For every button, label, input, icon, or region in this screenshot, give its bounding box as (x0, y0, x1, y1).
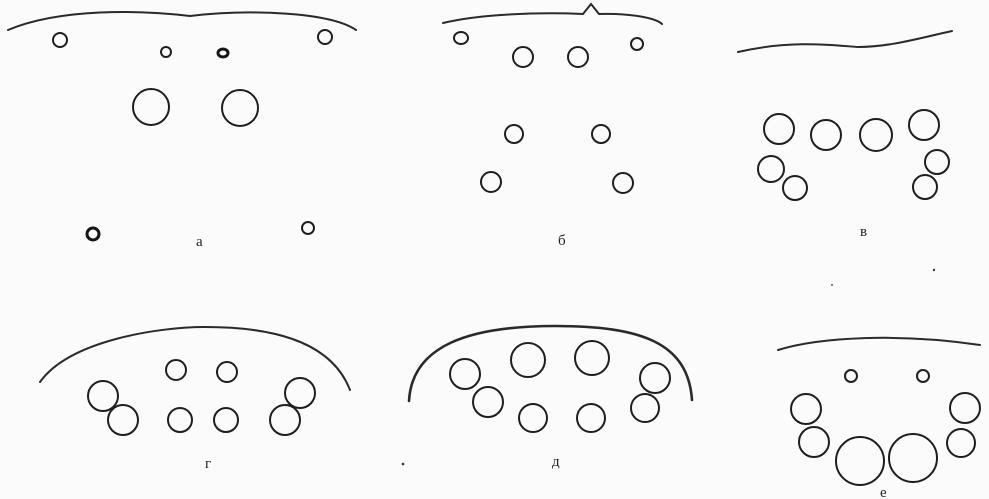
panel-b-pit (505, 125, 523, 143)
panel-g-pit (168, 408, 192, 432)
panel-v: в (738, 31, 952, 286)
panel-b-pit (592, 125, 610, 143)
panel-d-pit (473, 387, 503, 417)
panel-d-pit (575, 341, 609, 375)
speck (402, 463, 405, 466)
panel-a-pit (302, 222, 314, 234)
panel-b-pit (481, 172, 501, 192)
panel-v-pit (783, 176, 807, 200)
panel-d-pit (631, 394, 659, 422)
panel-v-pit (860, 119, 892, 151)
panel-v-pit (764, 114, 794, 144)
panel-d-pit (519, 404, 547, 432)
panel-b-pit (568, 47, 588, 67)
panel-d: д (402, 326, 692, 470)
panel-e: е (778, 338, 980, 499)
panel-e-pit (791, 394, 821, 424)
panel-d-pit (640, 363, 670, 393)
panel-e-label: е (880, 485, 887, 499)
panel-v-pit (913, 175, 937, 199)
panel-b-pit (613, 173, 633, 193)
panel-a-pit (53, 33, 67, 47)
panel-g-pit (166, 360, 186, 380)
panel-e-pit (799, 427, 829, 457)
panel-b-outline (443, 4, 662, 24)
panel-e-pit (889, 434, 937, 482)
panel-a-pit (87, 228, 99, 240)
panel-e-outline (778, 338, 980, 350)
panel-e-pit (836, 437, 884, 485)
panel-g-pit (88, 381, 118, 411)
panel-v-pit (925, 150, 949, 174)
panel-b: б (443, 4, 662, 249)
panel-d-pit (511, 343, 545, 377)
panel-a-pit (222, 90, 258, 126)
panel-a: а (8, 12, 356, 250)
panel-g: г (40, 327, 350, 472)
panel-d-pit (450, 359, 480, 389)
panel-e-pit (917, 370, 929, 382)
panel-g-pit (214, 408, 238, 432)
panel-a-outline (8, 12, 356, 30)
panel-e-pit (947, 429, 975, 457)
panel-b-label: б (558, 233, 566, 249)
panel-d-pit (577, 404, 605, 432)
speck (933, 269, 935, 271)
panel-g-pit (108, 405, 138, 435)
panel-b-pit (454, 32, 468, 44)
panel-e-pit (950, 393, 980, 423)
panel-v-outline (738, 31, 952, 52)
panel-g-pit (285, 378, 315, 408)
panel-a-pit (133, 89, 169, 125)
panel-e-pit (845, 370, 857, 382)
panel-a-label: а (196, 234, 203, 250)
panel-v-pit (758, 156, 784, 182)
panel-v-pit (811, 120, 841, 150)
panel-v-label: в (860, 224, 867, 240)
panel-b-pit (513, 47, 533, 67)
panel-a-pit (218, 49, 228, 57)
panel-a-pit (161, 47, 171, 57)
panel-v-pit (909, 110, 939, 140)
panel-a-pit (318, 30, 332, 44)
panel-b-pit (631, 38, 643, 50)
panel-g-pit (270, 405, 300, 435)
panel-g-outline (40, 327, 350, 390)
panel-g-label: г (205, 456, 211, 472)
panel-d-label: д (552, 454, 560, 470)
speck (831, 284, 833, 286)
panel-g-pit (217, 362, 237, 382)
